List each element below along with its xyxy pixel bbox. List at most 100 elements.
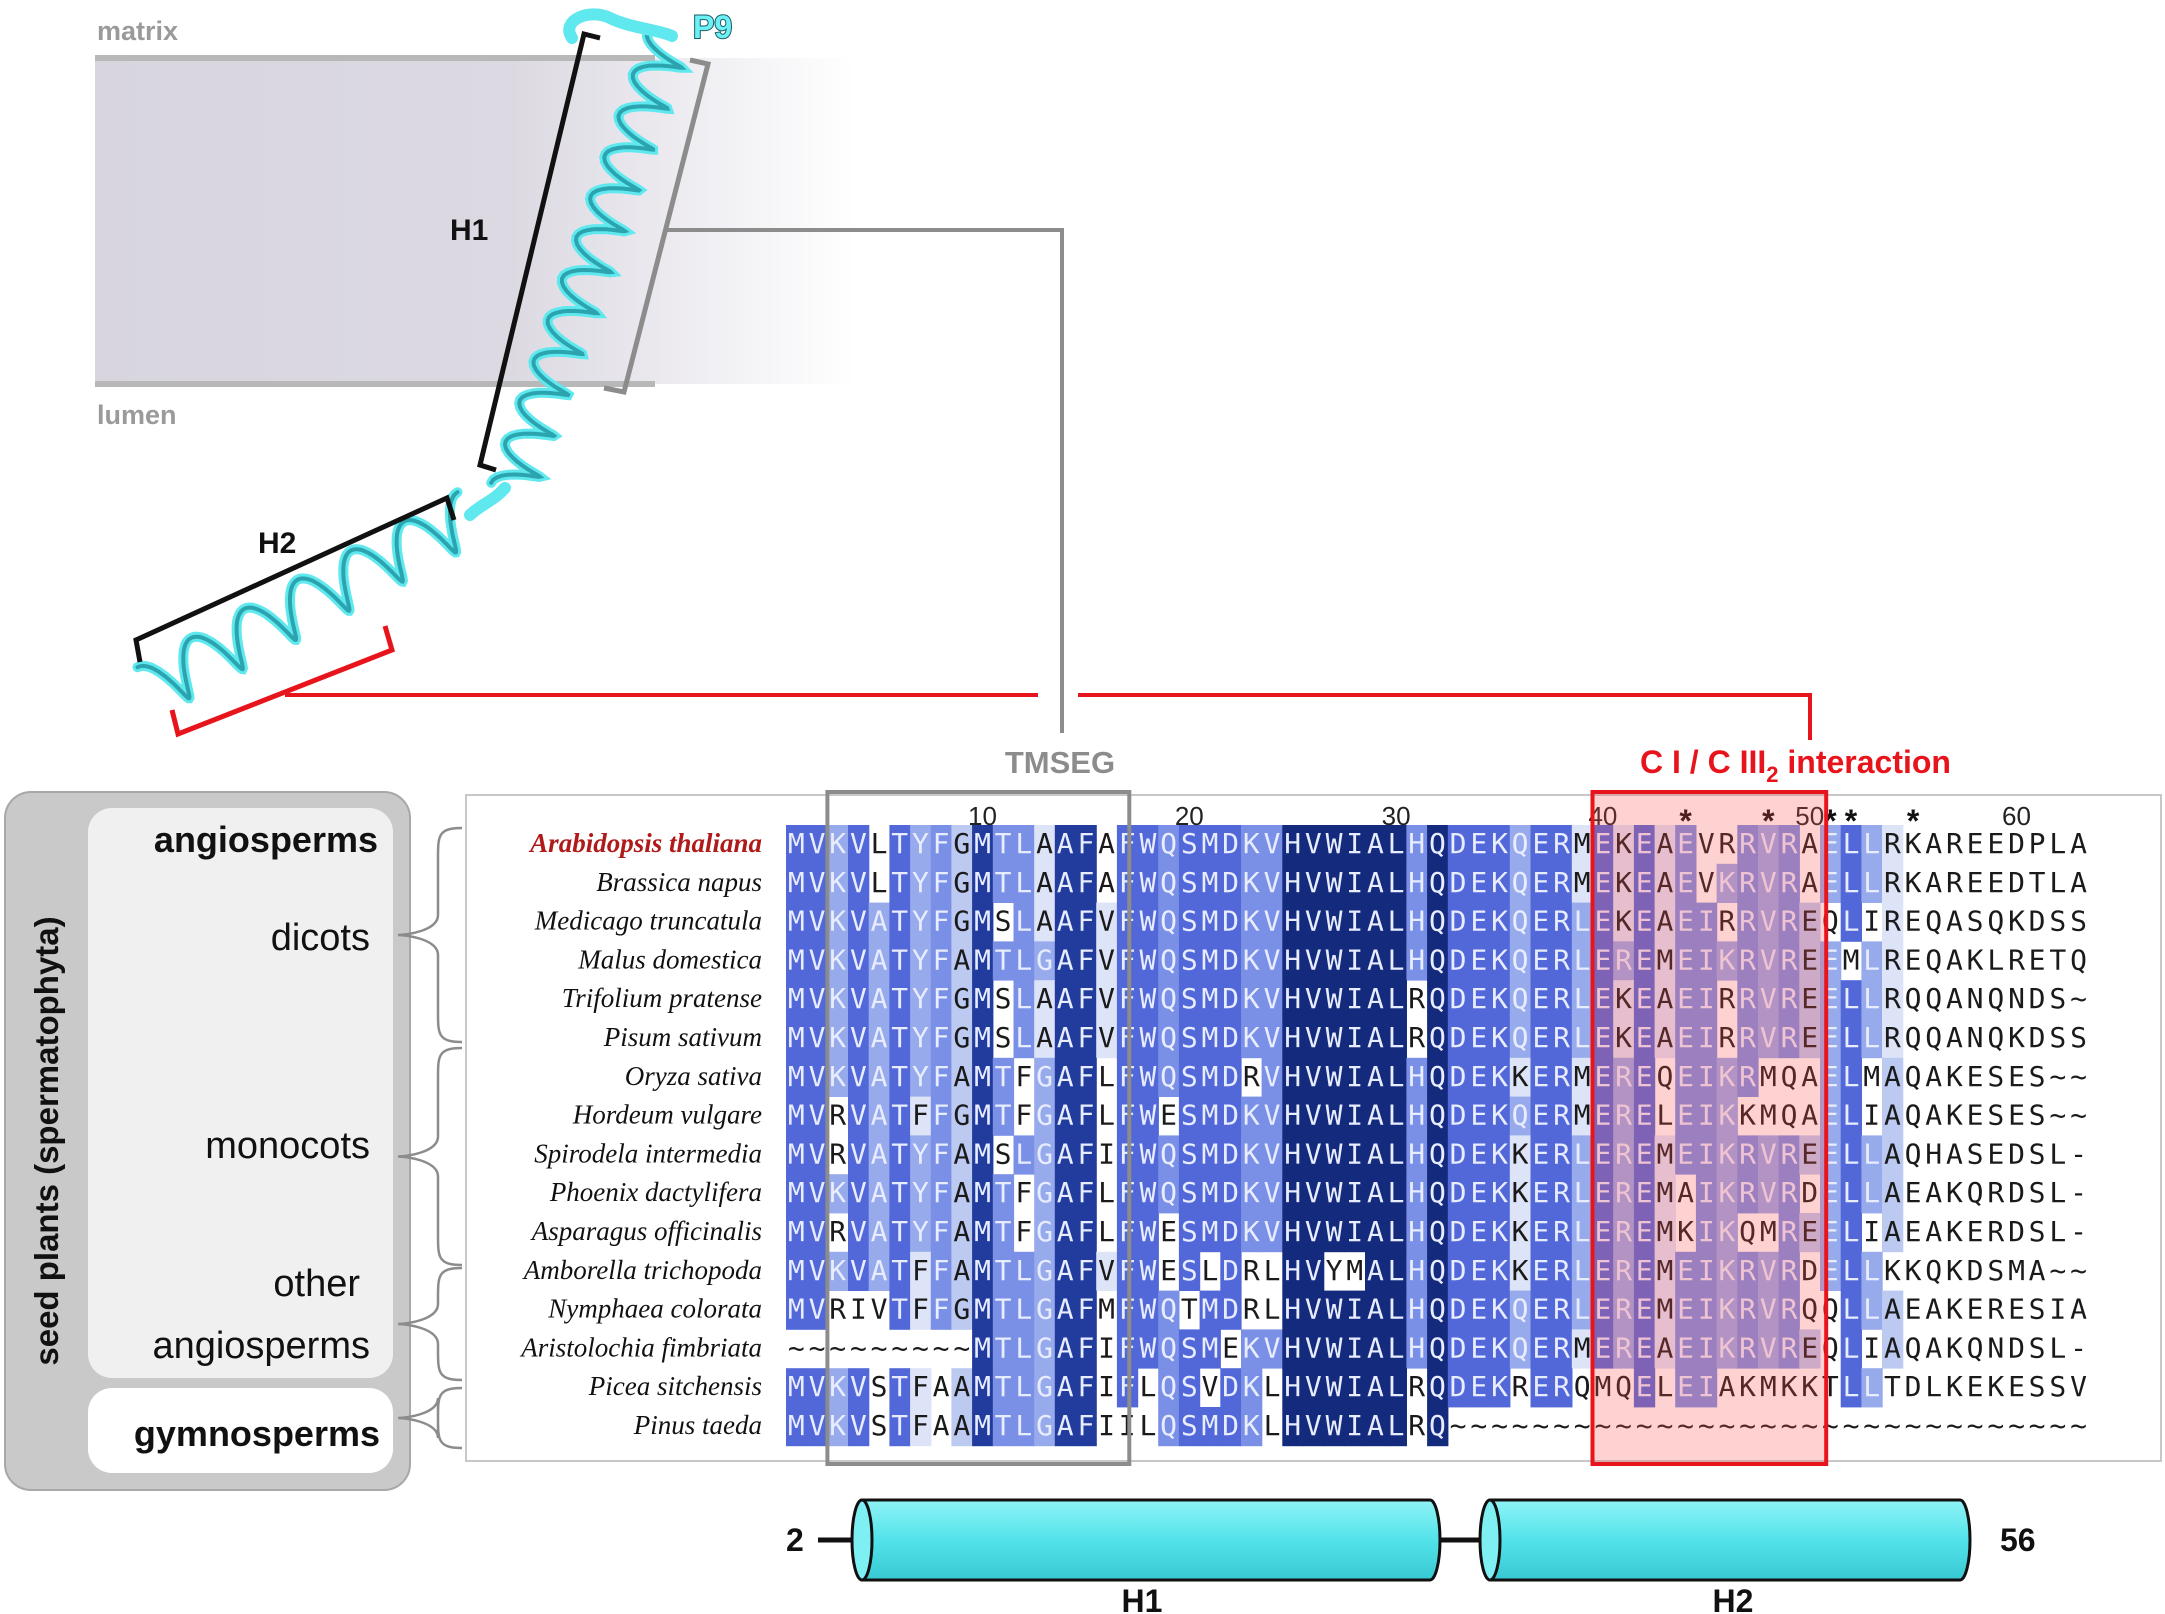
alignment-cell <box>1178 1057 1201 1097</box>
alignment-cell <box>1054 1329 1077 1369</box>
alignment-residue: K <box>829 1254 846 1287</box>
alignment-residue: A <box>933 1409 950 1442</box>
alignment-cell <box>1034 863 1056 903</box>
alignment-cell <box>1075 1135 1097 1175</box>
alignment-cell <box>1241 902 1263 942</box>
alignment-cell <box>1178 1019 1201 1059</box>
alignment-residue: I <box>1863 905 1880 938</box>
alignment-residue: I <box>1346 1137 1363 1170</box>
alignment-residue: S <box>1987 1254 2004 1287</box>
alignment-residue: L <box>1574 905 1591 938</box>
alignment-cell <box>806 1368 828 1408</box>
alignment-residue: T <box>891 1254 908 1287</box>
alignment-residue: D <box>1450 1215 1467 1248</box>
alignment-cell <box>1241 1329 1263 1369</box>
alignment-cell <box>1613 941 1635 981</box>
alignment-cell <box>972 980 994 1020</box>
alignment-cell <box>1013 1290 1035 1330</box>
alignment-residue: A <box>1057 1370 1074 1403</box>
alignment-cell <box>1654 980 1676 1020</box>
alignment-cell <box>848 1135 870 1175</box>
alignment-cell <box>1613 1057 1635 1097</box>
alignment-residue: A <box>1057 866 1074 899</box>
alignment-residue: ~ <box>829 1331 846 1364</box>
alignment-residue: A <box>1925 866 1942 899</box>
alignment-cell <box>806 1019 828 1059</box>
topology-start: 2 <box>786 1522 804 1558</box>
alignment-residue: F <box>912 1409 929 1442</box>
alignment-cell <box>1385 980 1407 1020</box>
alignment-cell <box>992 1057 1015 1097</box>
alignment-residue: W <box>1139 1254 1156 1287</box>
alignment-residue: E <box>1987 827 2004 860</box>
angiosperms-label: angiosperms <box>154 819 378 860</box>
alignment-cell <box>1571 941 1594 981</box>
alignment-cell <box>786 825 808 865</box>
alignment-residue: R <box>1408 1370 1425 1403</box>
alignment-residue: S <box>2029 1215 2046 1248</box>
alignment-residue: T <box>891 1370 908 1403</box>
alignment-cell <box>1592 1251 1614 1291</box>
alignment-cell <box>1592 980 1614 1020</box>
alignment-residue: T <box>891 1060 908 1093</box>
alignment-residue: Q <box>1429 866 1446 899</box>
alignment-cell <box>1199 1057 1221 1097</box>
alignment-cell <box>1716 1251 1738 1291</box>
alignment-cell <box>1882 825 1904 865</box>
interaction-bracket <box>169 625 396 738</box>
alignment-cell <box>1551 1019 1573 1059</box>
alignment-cell <box>951 980 973 1020</box>
membrane-bottom-edge <box>95 381 655 387</box>
alignment-cell <box>1571 1096 1594 1136</box>
alignment-cell <box>1551 902 1573 942</box>
alignment-residue: A <box>871 982 888 1015</box>
alignment-residue: K <box>829 905 846 938</box>
alignment-residue: G <box>1036 1254 1053 1287</box>
alignment-residue: S <box>1967 905 1984 938</box>
alignment-cell <box>1530 1057 1552 1097</box>
alignment-cell <box>1013 1135 1035 1175</box>
alignment-residue: M <box>788 1254 805 1287</box>
alignment-residue: F <box>1077 1176 1094 1209</box>
alignment-cell <box>1695 1329 1718 1369</box>
position-tick-label: 60 <box>2002 801 2031 831</box>
alignment-cell <box>1261 825 1283 865</box>
alignment-residue: L <box>1863 1293 1880 1326</box>
alignment-residue: E <box>1470 1254 1487 1287</box>
alignment-residue: M <box>788 1099 805 1132</box>
alignment-cell <box>1737 1135 1759 1175</box>
alignment-residue: A <box>953 943 970 976</box>
alignment-residue: Y <box>912 1176 929 1209</box>
alignment-residue: D <box>1222 1409 1239 1442</box>
alignment-cell <box>1220 1057 1242 1097</box>
alignment-residue: L <box>1863 1176 1880 1209</box>
alignment-residue: A <box>1946 1021 1963 1054</box>
alignment-residue: M <box>974 1370 991 1403</box>
alignment-cell <box>1654 1019 1676 1059</box>
alignment-residue: V <box>809 866 826 899</box>
alignment-cell <box>1406 1057 1428 1097</box>
alignment-residue: L <box>1574 982 1591 1015</box>
interaction-box <box>1590 790 1829 1466</box>
alignment-residue: - <box>2070 1331 2087 1364</box>
alignment-residue: T <box>995 1099 1012 1132</box>
alignment-cell <box>972 1251 994 1291</box>
alignment-residue: I <box>2049 1293 2066 1326</box>
alignment-residue: Q <box>1429 1060 1446 1093</box>
alignment-cell <box>930 1174 953 1214</box>
alignment-cell <box>1034 1096 1056 1136</box>
alignment-cell <box>1054 980 1077 1020</box>
alignment-cell <box>1737 1174 1759 1214</box>
alignment-cell <box>1654 1174 1676 1214</box>
alignment-cell <box>1551 1213 1573 1253</box>
alignment-cell <box>1034 1251 1056 1291</box>
alignment-residue: E <box>1532 905 1549 938</box>
alignment-cell <box>1861 1290 1883 1330</box>
alignment-residue: T <box>891 827 908 860</box>
alignment-cell <box>1778 1213 1800 1253</box>
alignment-cell <box>1406 941 1428 981</box>
alignment-residue: M <box>788 905 805 938</box>
alignment-residue: K <box>829 1060 846 1093</box>
alignment-cell <box>1178 1329 1201 1369</box>
alignment-cell <box>1447 1290 1470 1330</box>
